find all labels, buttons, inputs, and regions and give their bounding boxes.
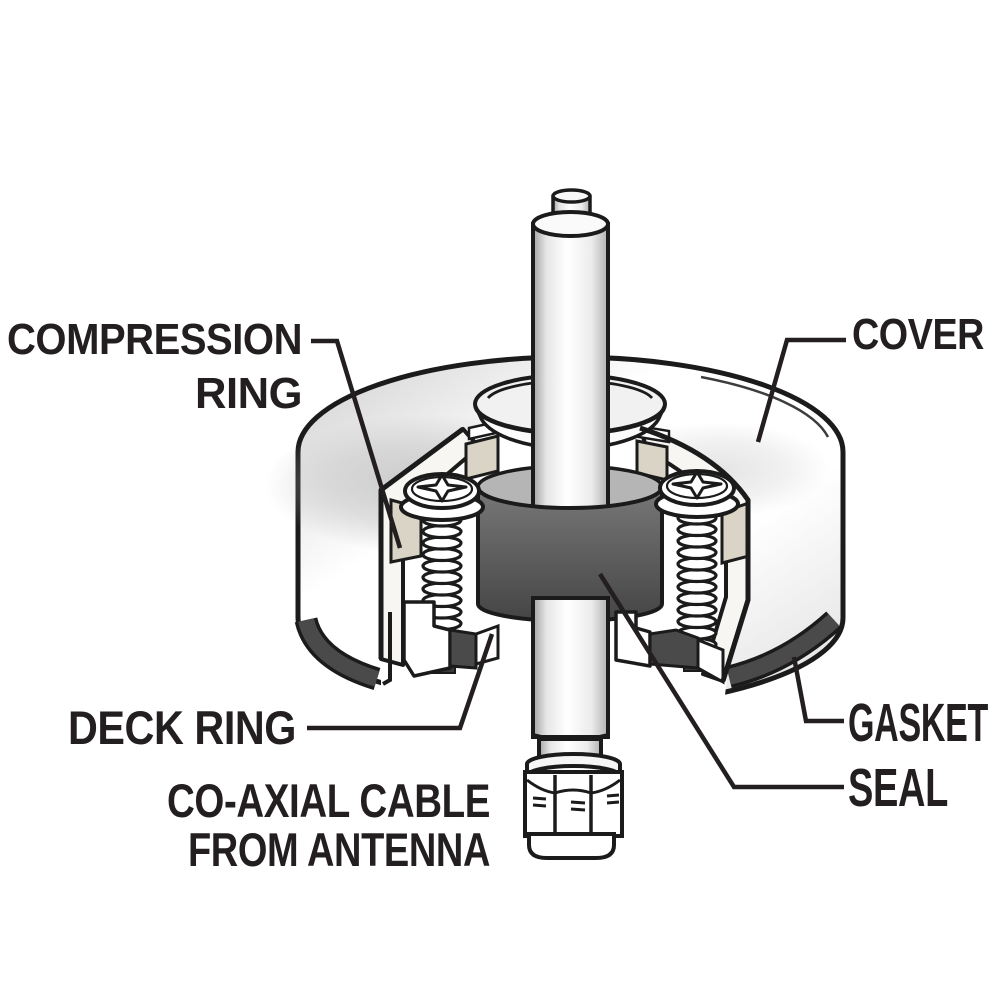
- cable-tip-top: [551, 188, 592, 204]
- compression-ring-left-tab: [464, 434, 500, 481]
- label-coaxial-cable-line2: FROM ANTENNA: [188, 823, 490, 876]
- coaxial-cable-upper: [531, 188, 610, 512]
- deck-ring-right: [614, 610, 725, 685]
- label-compression-ring-line2: RING: [195, 369, 302, 418]
- label-compression-ring-line1: COMPRESSION: [7, 315, 302, 364]
- connector-knurl-marks: [532, 793, 620, 812]
- label-seal: SEAL: [848, 758, 948, 818]
- leader-gasket: [791, 656, 844, 724]
- gasket-band-left: [294, 616, 381, 690]
- leader-seal: [598, 572, 844, 790]
- coaxial-cable-lower: [531, 596, 610, 767]
- label-coaxial-cable-line1: CO-AXIAL CABLE: [167, 774, 490, 827]
- left-screw-phillips-icon: [416, 473, 468, 503]
- connector-bottom-cap: [527, 832, 616, 860]
- leader-deck-ring: [307, 633, 495, 731]
- cover-rim-inner-line: [700, 375, 830, 438]
- right-screw-phillips-icon: [671, 470, 723, 500]
- hole-collar: [473, 404, 667, 451]
- seal-body: [476, 486, 664, 623]
- left-skirt-cut-edge: [382, 612, 392, 686]
- gasket-band-right: [726, 611, 842, 689]
- label-deck-ring: DECK RING: [68, 701, 296, 754]
- label-gasket: GASKET: [848, 693, 988, 753]
- leader-compression-ring: [311, 338, 403, 549]
- cable-shoulder-top: [531, 210, 610, 238]
- leader-cover: [755, 337, 846, 443]
- gasket-left-wedge: [448, 628, 478, 670]
- label-cover: COVER: [852, 310, 984, 359]
- coax-connector: [523, 752, 624, 860]
- right-cut-edge: [639, 425, 751, 682]
